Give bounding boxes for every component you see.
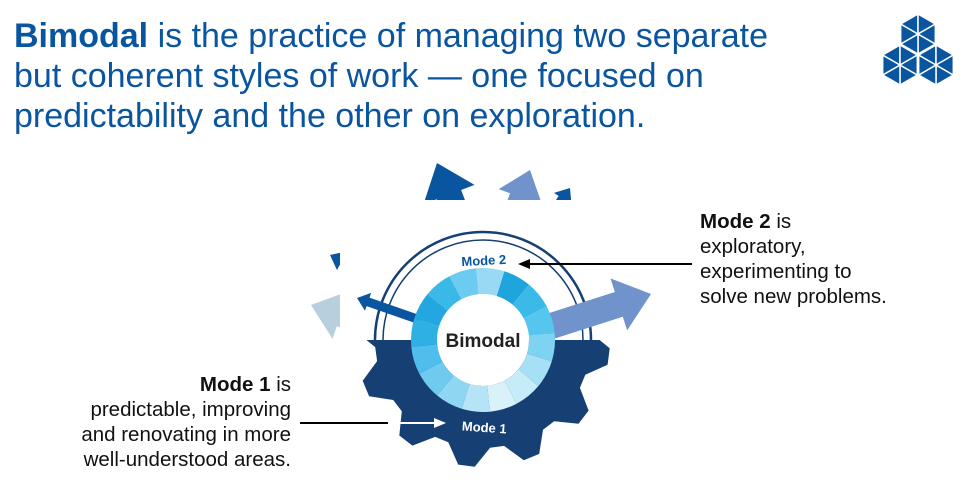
slide-title: Bimodal is the practice of managing two …	[14, 16, 774, 136]
mode2-note-bold: Mode 2	[700, 210, 771, 233]
mode1-note-line: predictable, improving	[90, 398, 291, 421]
ring	[410, 267, 556, 413]
ring-segment	[518, 353, 552, 386]
title-bold: Bimodal	[14, 17, 149, 55]
mode1-note-rest: is	[270, 373, 291, 396]
ring-segment	[437, 375, 470, 409]
mode2-note: Mode 2 is exploratory, experimenting to …	[700, 209, 887, 309]
ring-segment	[419, 361, 454, 396]
title-rest: is the practice of managing two separate…	[14, 17, 769, 135]
ring-segment	[449, 268, 479, 300]
center-circle	[437, 294, 529, 386]
ring-segment	[461, 383, 490, 413]
arrow	[541, 278, 651, 341]
mode1-label: Mode 1	[461, 418, 507, 436]
arrows-front	[357, 278, 651, 341]
mode2-note-rest: is	[770, 210, 792, 233]
center-label: Bimodal	[446, 331, 521, 352]
ring-segment	[512, 284, 547, 319]
ring-segment	[427, 276, 462, 311]
gear-inner-arc	[382, 239, 584, 341]
mode1-note-bold: Mode 1	[199, 373, 271, 396]
ring-segment	[523, 306, 555, 336]
ring-segment	[504, 369, 539, 404]
mode1-note-line: well-understood areas.	[83, 448, 291, 471]
mode2-note-line: exploratory,	[700, 235, 806, 258]
ring-segment	[496, 271, 529, 305]
mode2-note-line: experimenting to	[700, 260, 852, 283]
gear-outline-arc	[373, 230, 593, 341]
ring-segment	[487, 380, 517, 412]
mode1-pointer-arrowhead	[434, 418, 446, 428]
ring-segment	[410, 318, 440, 347]
mode1-note: Mode 1 is predictable, improving and ren…	[81, 372, 291, 472]
mode2-note-line: solve new problems.	[700, 285, 887, 308]
ring-segment	[476, 267, 505, 297]
mode2-label: Mode 2	[461, 252, 507, 269]
mode2-pointer-arrowhead	[518, 259, 530, 269]
logo-icon	[881, 12, 955, 87]
ring-segment	[526, 333, 556, 362]
ring-segment	[414, 294, 448, 327]
arrow	[357, 292, 422, 325]
ring-segment	[411, 344, 443, 374]
mode1-note-line: and renovating in more	[81, 423, 291, 446]
